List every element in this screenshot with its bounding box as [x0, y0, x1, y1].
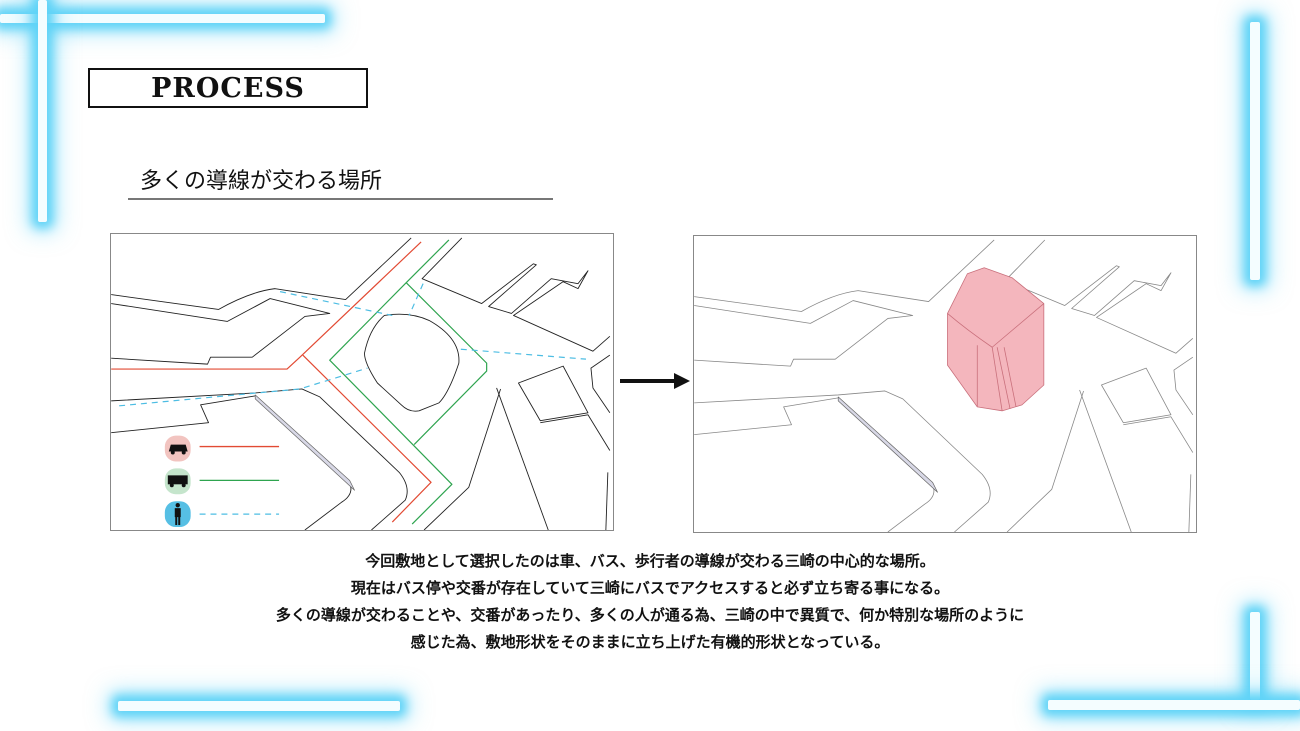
site-map-volume	[693, 235, 1197, 533]
section-title: PROCESS	[88, 68, 368, 108]
heading-underline	[128, 198, 553, 200]
decor-bar	[1250, 612, 1260, 700]
bus-route	[329, 239, 488, 525]
description-line: 多くの導線が交わることや、交番があったり、多くの人が通る為、三崎の中で異質で、何…	[275, 606, 1025, 624]
decor-bar	[1250, 22, 1260, 280]
description-line: 現在はバス停や交番が存在していて三崎にバスでアクセスすると必ず立ち寄る事になる。	[350, 579, 950, 597]
site-map-routes	[110, 233, 614, 531]
description-line: 感じた為、敷地形状をそのままに立ち上げた有機的形状となっている。	[410, 633, 890, 651]
page-heading: 多くの導線が交わる場所	[140, 169, 383, 194]
building-volume	[947, 267, 1045, 412]
car-route	[111, 241, 432, 523]
pedestrian-route	[119, 283, 587, 407]
arrow-right-icon	[620, 373, 690, 389]
description: 今回敷地として選択したのは車、バス、歩行者の導線が交わる三崎の中心的な場所。 現…	[150, 548, 1150, 656]
decor-bar	[0, 14, 325, 23]
decor-bar	[1048, 700, 1300, 710]
decor-bar	[38, 0, 47, 222]
description-line: 今回敷地として選択したのは車、バス、歩行者の導線が交わる三崎の中心的な場所。	[365, 552, 935, 570]
legend	[164, 435, 280, 528]
decor-bar	[118, 701, 400, 711]
